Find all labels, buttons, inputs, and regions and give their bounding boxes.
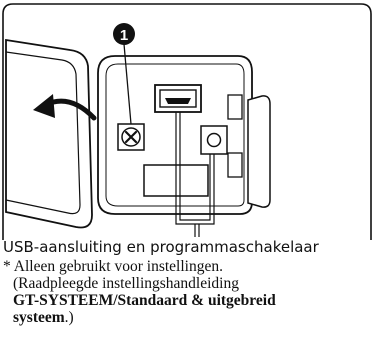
usb-port-icon [154, 84, 202, 113]
caption-note-line: * Alleen gebruikt voor instellingen. [3, 258, 223, 275]
illustration-frame [2, 3, 372, 240]
caption-title: USB-aansluiting en programmaschakelaar [3, 238, 319, 256]
curved-arrow-icon [33, 94, 97, 121]
hinge-upper [227, 94, 243, 120]
hinge-lower [227, 152, 243, 178]
device-panel-inner-edge [105, 63, 245, 207]
caption-note-tail: .) [64, 309, 74, 326]
caption-note-line: systeem.) [3, 309, 371, 326]
caption-note-line: (Raadpleegde instellingshandleiding [13, 275, 239, 292]
cover-flap-inner-edge [5, 51, 81, 215]
caption: USB-aansluiting en programmaschakelaar *… [3, 238, 371, 326]
callout-leader [123, 43, 132, 125]
caption-note-line: GT-SYSTEEM/Standaard & uitgebreid [13, 292, 276, 309]
cover-flap [5, 38, 93, 229]
leader-lines [175, 112, 215, 237]
screw-icon [117, 123, 145, 151]
callout-number: 1 [120, 27, 128, 44]
program-switch-icon [200, 125, 228, 155]
right-latch [247, 95, 271, 208]
numbered-circle-icon: 1 [113, 23, 135, 45]
device-illustration: 1 [2, 3, 372, 240]
caption-note-bold: systeem [13, 309, 65, 326]
